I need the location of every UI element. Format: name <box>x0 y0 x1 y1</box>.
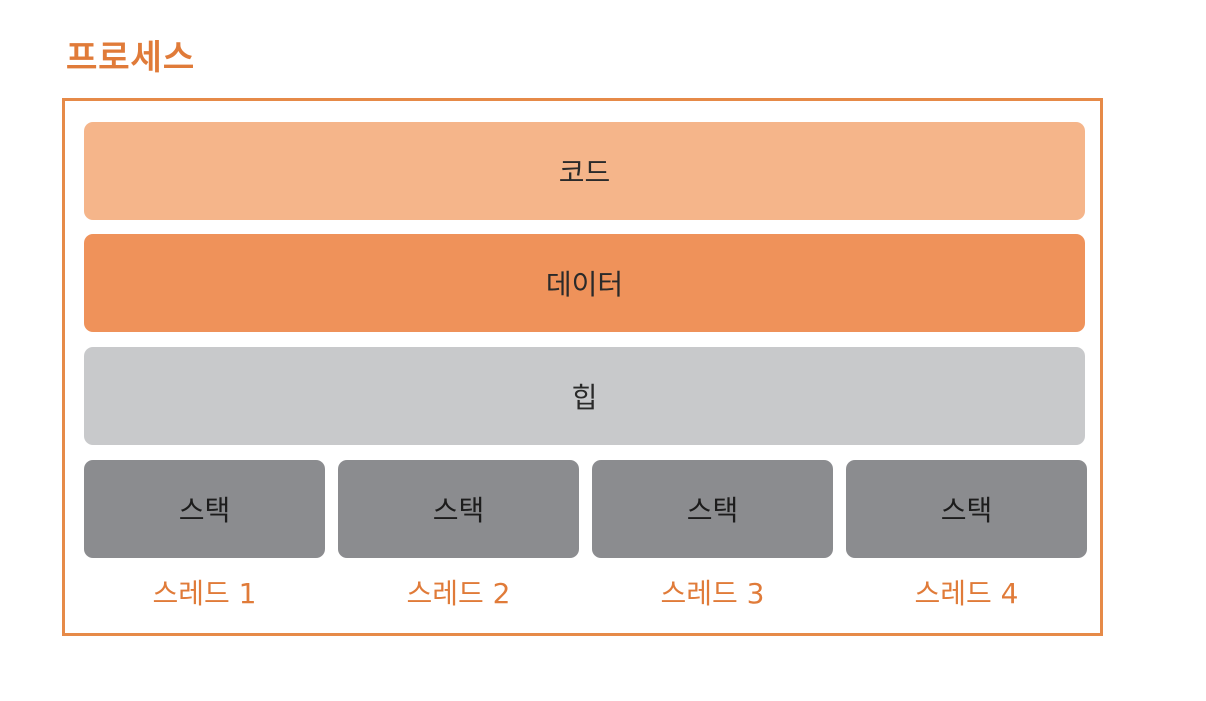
thread-2-stack: 스택 <box>338 460 579 558</box>
heap-segment-label: 힙 <box>571 381 598 414</box>
code-segment-label: 코드 <box>558 156 611 189</box>
thread-3-stack-label: 스택 <box>686 494 739 527</box>
data-segment: 데이터 <box>84 234 1085 332</box>
thread-2-label: 스레드 2 <box>406 577 511 610</box>
thread-3-label: 스레드 3 <box>660 577 765 610</box>
thread-4-label: 스레드 4 <box>914 577 1019 610</box>
thread-1-stack-label: 스택 <box>178 494 231 527</box>
thread-3-stack: 스택 <box>592 460 833 558</box>
thread-1-label: 스레드 1 <box>152 577 257 610</box>
code-segment: 코드 <box>84 122 1085 220</box>
thread-2-stack-label: 스택 <box>432 494 485 527</box>
diagram-title: 프로세스 <box>66 38 196 78</box>
data-segment-label: 데이터 <box>545 268 624 301</box>
heap-segment: 힙 <box>84 347 1085 445</box>
thread-4-stack-label: 스택 <box>940 494 993 527</box>
thread-4-stack: 스택 <box>846 460 1087 558</box>
thread-1-stack: 스택 <box>84 460 325 558</box>
